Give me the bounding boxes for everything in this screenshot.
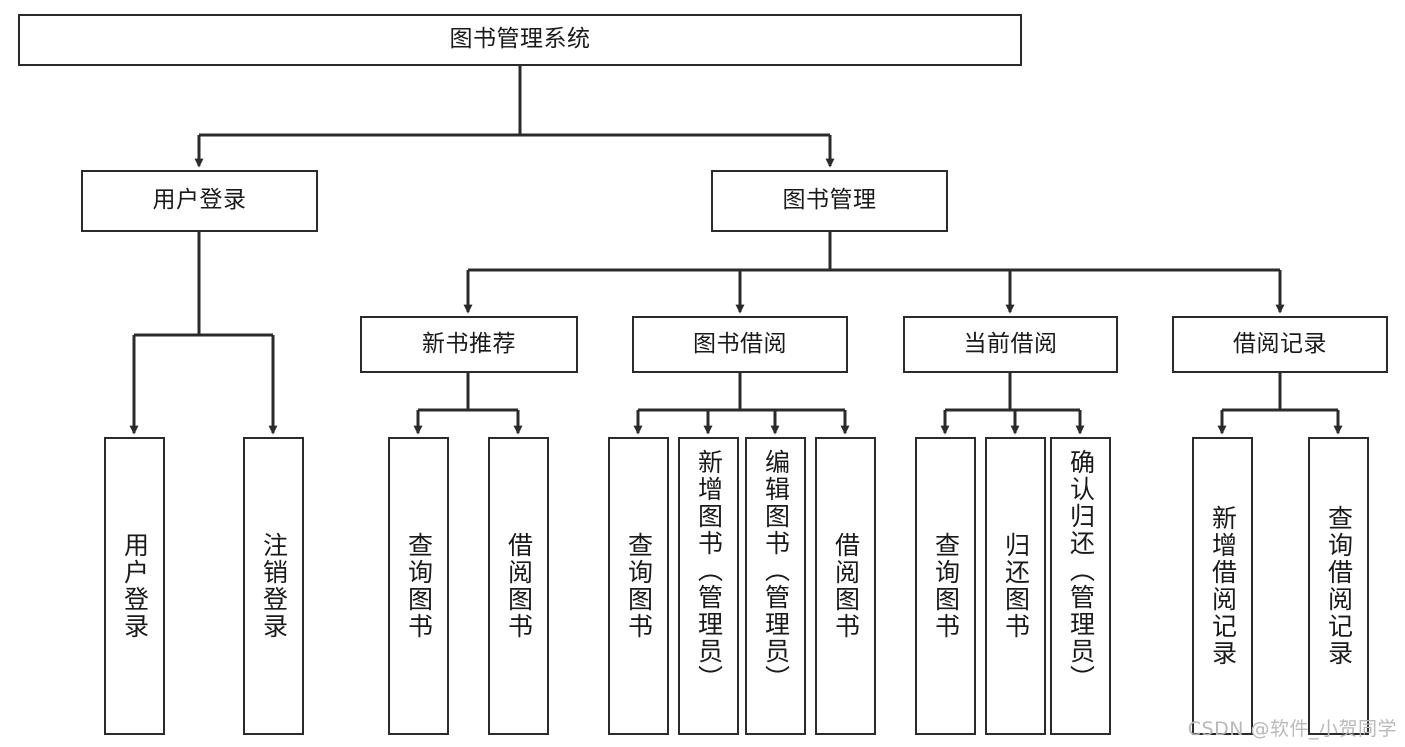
node-borrow-record[interactable]: 借阅记录 [1172,316,1388,373]
node-label: 当前借阅 [963,330,1058,357]
node-label: 查询图书 [624,532,654,640]
node-label: 新书推荐 [422,330,516,357]
node-label: 新增借阅记录 [1208,505,1238,667]
leaf-book-borrow-borrow-book[interactable]: 借阅图书 [815,437,876,735]
node-label: 新增图书（管理员） [694,449,724,692]
leaf-book-borrow-query-book[interactable]: 查询图书 [608,437,669,735]
node-label: 图书借阅 [693,330,787,357]
node-user-login[interactable]: 用户登录 [81,170,318,232]
node-label: 借阅图书 [831,532,861,640]
leaf-current-borrow-return-book[interactable]: 归还图书 [985,437,1046,735]
node-root-book-management-system[interactable]: 图书管理系统 [18,14,1022,66]
node-label: 查询借阅记录 [1324,505,1354,667]
csdn-watermark: CSDN @软件_小贺同学 [1187,718,1397,740]
node-book-management[interactable]: 图书管理 [711,170,948,232]
node-label: 图书管理系统 [449,26,591,53]
node-label: 图书管理 [782,187,877,214]
node-label: 借阅记录 [1233,330,1327,357]
leaf-borrow-record-query-record[interactable]: 查询借阅记录 [1308,437,1369,735]
node-label: 用户登录 [120,532,150,640]
leaf-current-borrow-query-book[interactable]: 查询图书 [915,437,976,735]
leaf-user-login-login[interactable]: 用户登录 [104,437,165,735]
node-label: 编辑图书（管理员） [761,449,791,692]
node-label: 借阅图书 [504,532,534,640]
node-label: 注销登录 [259,532,289,640]
node-label: 归还图书 [1001,532,1031,640]
node-label: 用户登录 [152,187,247,214]
leaf-current-borrow-confirm-return-admin[interactable]: 确认归还（管理员） [1050,437,1111,735]
leaf-book-borrow-add-book-admin[interactable]: 新增图书（管理员） [678,437,739,735]
node-label: 查询图书 [931,532,961,640]
leaf-new-book-query-book[interactable]: 查询图书 [388,437,449,735]
leaf-borrow-record-add-record[interactable]: 新增借阅记录 [1192,437,1253,735]
node-current-borrow[interactable]: 当前借阅 [903,316,1118,373]
node-book-borrow[interactable]: 图书借阅 [632,316,848,373]
node-new-book-recommend[interactable]: 新书推荐 [360,316,578,373]
leaf-user-login-logout[interactable]: 注销登录 [243,437,304,735]
leaf-new-book-borrow-book[interactable]: 借阅图书 [488,437,549,735]
node-label: 查询图书 [404,532,434,640]
node-label: 确认归还（管理员） [1066,449,1096,692]
leaf-book-borrow-edit-book-admin[interactable]: 编辑图书（管理员） [745,437,806,735]
